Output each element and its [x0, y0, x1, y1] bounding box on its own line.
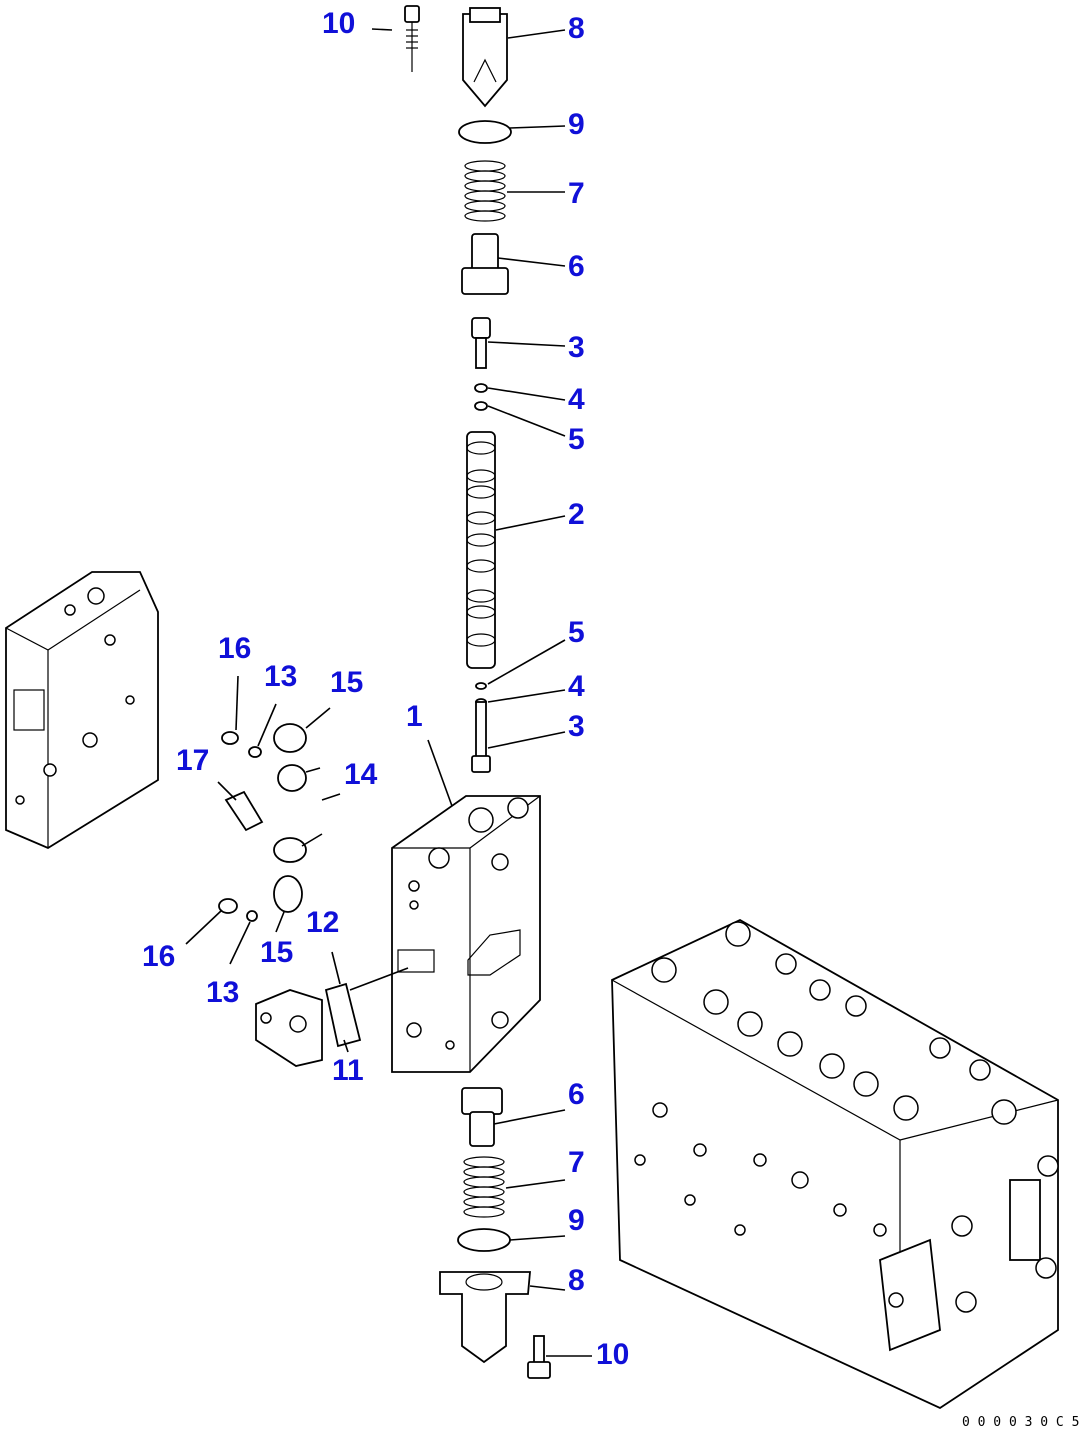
part-9-oring-bottom — [457, 1228, 511, 1252]
callout-9-bottom: 9 — [568, 1204, 585, 1237]
callout-7-bottom: 7 — [568, 1146, 585, 1179]
part-5-ring-top — [474, 401, 488, 411]
callout-2: 2 — [568, 498, 585, 531]
part-12-plate — [324, 982, 362, 1048]
leader-lines — [185, 28, 592, 1357]
part-8-cap-bottom — [439, 1271, 531, 1364]
callout-4-top: 4 — [568, 383, 585, 416]
part-3-stopper-top — [471, 317, 491, 369]
callout-5-mid: 5 — [568, 616, 585, 649]
callout-10-top: 10 — [322, 7, 355, 40]
callout-6-bottom: 6 — [568, 1078, 585, 1111]
adjacent-valve-block-left — [5, 571, 159, 850]
part-9-oring-top — [458, 120, 512, 144]
part-7-spring-bottom — [463, 1156, 505, 1218]
part-14-oring-a — [277, 764, 307, 792]
callout-labels: 10 8 9 7 6 3 4 5 2 5 4 3 1 16 13 15 17 1… — [142, 7, 629, 1371]
callout-14: 14 — [344, 758, 378, 791]
callout-12: 12 — [306, 906, 339, 939]
callout-11: 11 — [332, 1054, 364, 1087]
callout-17: 17 — [176, 744, 209, 777]
part-4-ring-top — [474, 383, 488, 393]
part-15-oring-bottom — [273, 875, 303, 913]
part-13-ring-top — [248, 746, 262, 758]
part-10-bolt-bottom — [527, 1335, 551, 1379]
callout-16-top: 16 — [218, 632, 251, 665]
drawing-reference-code: 0 0 0 0 3 0 C 5 — [962, 1415, 1079, 1430]
callout-1: 1 — [406, 700, 423, 733]
callout-9-top: 9 — [568, 108, 585, 141]
part-14-oring-b — [273, 837, 307, 863]
callout-4-mid: 4 — [568, 670, 585, 703]
part-1-valve-body — [391, 795, 541, 1073]
part-8-cap-top — [462, 7, 508, 108]
callout-15-top: 15 — [330, 666, 363, 699]
callout-7-top: 7 — [568, 177, 585, 210]
part-17-bolt — [224, 790, 264, 832]
callout-8-bottom: 8 — [568, 1264, 585, 1297]
part-10-bolt-top — [404, 5, 420, 72]
part-3-stopper-mid — [471, 701, 491, 773]
part-2-spool — [466, 431, 496, 669]
part-6-retainer-bottom — [461, 1087, 503, 1147]
part-6-retainer-top — [461, 233, 509, 295]
part-16-plug-top — [221, 731, 239, 745]
part-5-ring-mid — [475, 682, 487, 690]
callout-8-top: 8 — [568, 12, 585, 45]
part-13-ring-bottom — [246, 910, 258, 922]
assembled-control-valve-right — [611, 918, 1059, 1410]
part-16-plug-bottom — [218, 898, 238, 914]
part-15-oring-top — [273, 723, 307, 753]
callout-3-top: 3 — [568, 331, 585, 364]
part-11-cover — [255, 989, 323, 1067]
callout-6-top: 6 — [568, 250, 585, 283]
callout-10-bottom: 10 — [596, 1338, 629, 1371]
callout-5-top: 5 — [568, 423, 585, 456]
callout-13-bottom: 13 — [206, 976, 239, 1009]
callout-13-top: 13 — [264, 660, 297, 693]
part-7-spring-top — [464, 160, 506, 222]
callout-3-mid: 3 — [568, 710, 585, 743]
callout-16-bottom: 16 — [142, 940, 175, 973]
callout-15-bottom: 15 — [260, 936, 293, 969]
